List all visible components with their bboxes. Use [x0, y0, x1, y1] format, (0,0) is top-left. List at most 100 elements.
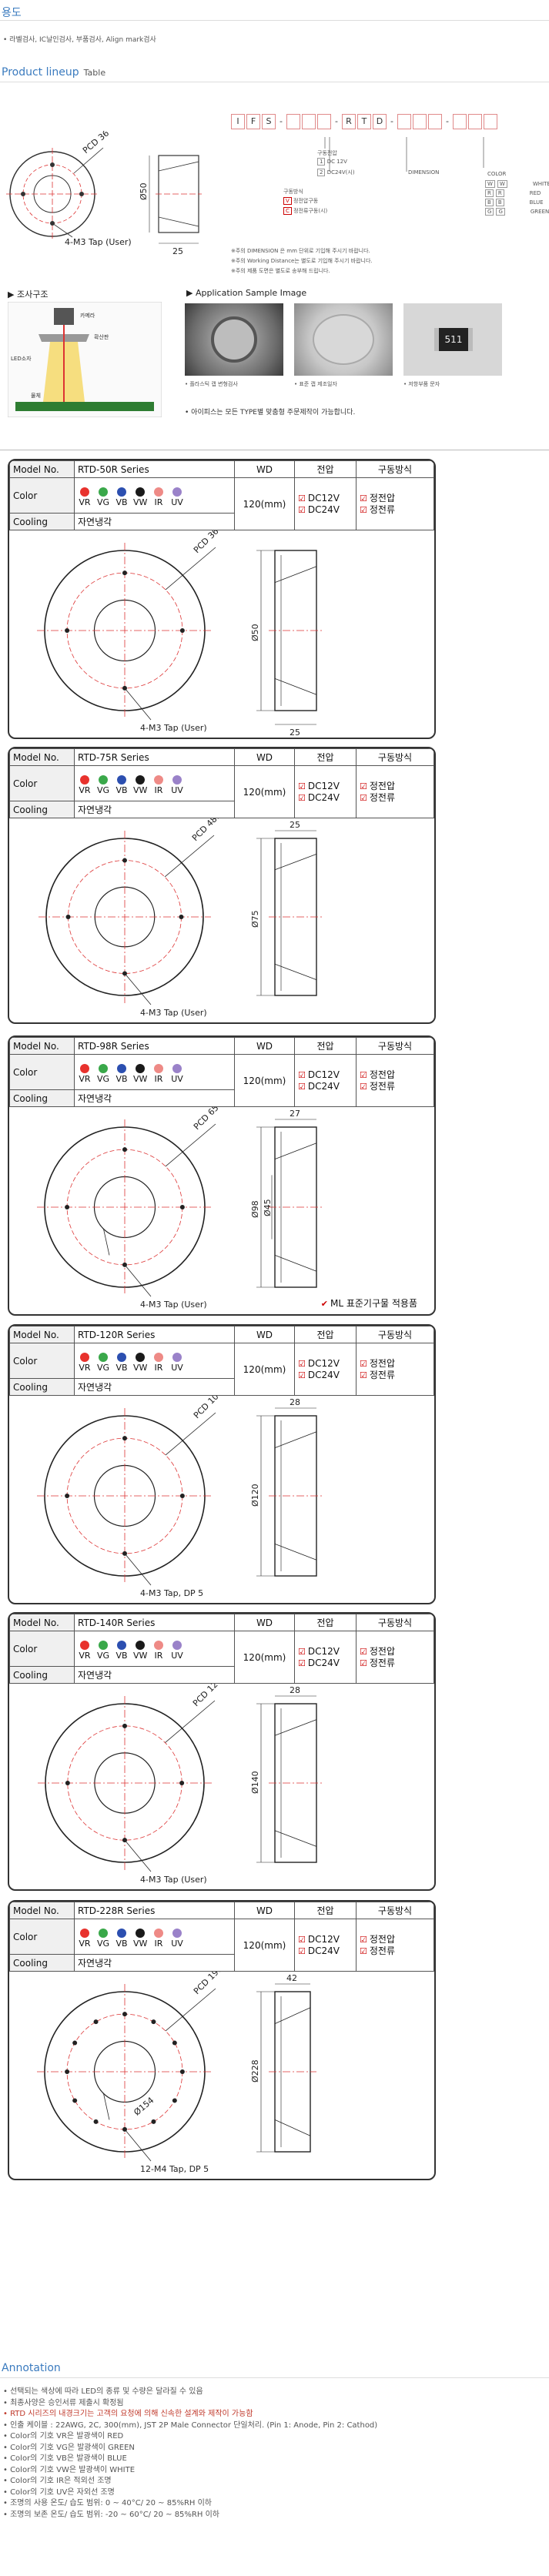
side-view [274, 1703, 317, 1863]
led-vw-dot [136, 487, 145, 497]
code-box: 2 [317, 169, 326, 176]
side-detail [274, 2007, 311, 2024]
led-label: VR [79, 785, 91, 795]
pcd-leader [165, 1412, 216, 1456]
voltage-option-label: DC12V [307, 780, 340, 791]
code-box: R [342, 114, 356, 129]
led-label: VW [133, 497, 148, 507]
checkbox-icon: ☑ [298, 504, 306, 515]
lineup-note: ※주의 DIMENSION 은 mm 단위로 기입해 주시기 바랍니다. [231, 248, 370, 254]
wd-value: 120(mm) [234, 765, 295, 818]
checkbox-icon: ☑ [360, 792, 367, 803]
led-dots [78, 1640, 231, 1650]
code-box [428, 114, 442, 129]
tap-hole [179, 1781, 185, 1785]
pcd-label: PCD 120 [191, 1684, 224, 1708]
led-dot-holder [78, 487, 92, 497]
tap-hole [65, 1781, 70, 1785]
led-dot-holder [170, 1352, 184, 1362]
code-box: I [231, 114, 245, 129]
dia-label: Ø75 [250, 910, 260, 928]
voltage-option-label: DC24V [307, 1369, 340, 1380]
tap-hole [65, 2069, 70, 2074]
dia-label: Ø140 [250, 1771, 260, 1794]
sample-image-cap [185, 303, 283, 376]
inner-leader [102, 2093, 110, 2120]
principle-label: 물체 [31, 393, 41, 399]
method-option: ☑정전류 [360, 1945, 430, 1957]
method-header: 구동방식 [356, 1037, 434, 1055]
checkbox-icon: ☑ [360, 493, 367, 503]
method-option-1: V 정전압구동 [283, 197, 318, 205]
led-dot-holder [170, 774, 184, 785]
application-title: ▶ Application Sample Image [186, 288, 307, 298]
voltage-options: ☑DC12V☑DC24V [294, 765, 357, 818]
code-box [484, 114, 497, 129]
voltage-options: ☑DC12V☑DC24V [294, 1054, 357, 1107]
checkbox-icon: ☑ [360, 1646, 367, 1657]
led-label: VG [96, 1938, 110, 1949]
led-label: VW [133, 1073, 148, 1084]
method-option-label: 정전압 [369, 780, 395, 791]
overview-pcd: PCD 36 [81, 131, 111, 156]
voltage-title: 구동전압 [317, 150, 337, 156]
cooling-header: Cooling [9, 1378, 75, 1396]
voltage-option: ☑DC12V [298, 1646, 353, 1658]
tap-label: 4-M3 Tap, DP 5 [140, 1588, 203, 1598]
lineup-notes: ※주의 DIMENSION 은 mm 단위로 기입해 주시기 바랍니다. ※주의… [231, 246, 373, 276]
pcd-leader [165, 1123, 216, 1167]
method-header: 구동방식 [356, 1326, 434, 1343]
model-name: RTD-75R Series [74, 748, 235, 766]
code-box: R [495, 189, 504, 197]
tap-leader [124, 687, 152, 721]
tap-hole [122, 1436, 127, 1441]
led-vr-dot [80, 1640, 89, 1650]
model-name: RTD-98R Series [74, 1037, 235, 1055]
led-vg-dot [99, 1640, 108, 1650]
led-label: UV [171, 785, 183, 795]
color-header: Color [9, 765, 75, 801]
model-no-header: Model No. [9, 1037, 75, 1055]
led-vb-dot [117, 1928, 126, 1938]
led-ir-dot [154, 1063, 163, 1073]
dia-label: Ø120 [250, 1484, 260, 1507]
led-dots [78, 774, 231, 785]
voltage-option-label: DC24V [307, 1657, 340, 1668]
date-shape [313, 314, 374, 365]
cooling-value: 자연냉각 [74, 513, 235, 530]
cooling-header: Cooling [9, 1666, 75, 1684]
tap-leader [124, 1264, 152, 1297]
method-option-label: 정전압 [369, 1933, 395, 1945]
tap-hole [179, 1494, 185, 1498]
method-options: ☑정전압☑정전류 [356, 1054, 434, 1107]
led-label: VW [133, 785, 148, 795]
voltage-option: ☑DC12V [298, 493, 353, 504]
voltage-option-label: DC12V [307, 1645, 340, 1657]
pcd-leader [164, 835, 215, 878]
method-option-label: 정전류 [369, 1369, 395, 1380]
method-option-label: 정전압 [369, 1645, 395, 1657]
method-option: ☑정전압 [360, 781, 430, 792]
wd-header: WD [234, 748, 295, 766]
tap-leader [124, 1839, 152, 1872]
wd-header: WD [234, 1902, 295, 1919]
checkbox-icon: ☑ [298, 1069, 306, 1080]
code-box: B [485, 199, 494, 206]
code-box: R [485, 189, 494, 197]
method-option: ☑정전류 [360, 504, 430, 516]
led-vw-dot [136, 1928, 145, 1938]
voltage-option: ☑DC24V [298, 1370, 353, 1381]
voltage-option-label: DC12V [307, 1069, 340, 1080]
checkbox-icon: ☑ [298, 1658, 306, 1668]
model-no-header: Model No. [9, 748, 75, 766]
side-detail [274, 1719, 317, 1736]
led-vr-dot [80, 487, 89, 497]
led-label: VR [79, 1073, 91, 1084]
